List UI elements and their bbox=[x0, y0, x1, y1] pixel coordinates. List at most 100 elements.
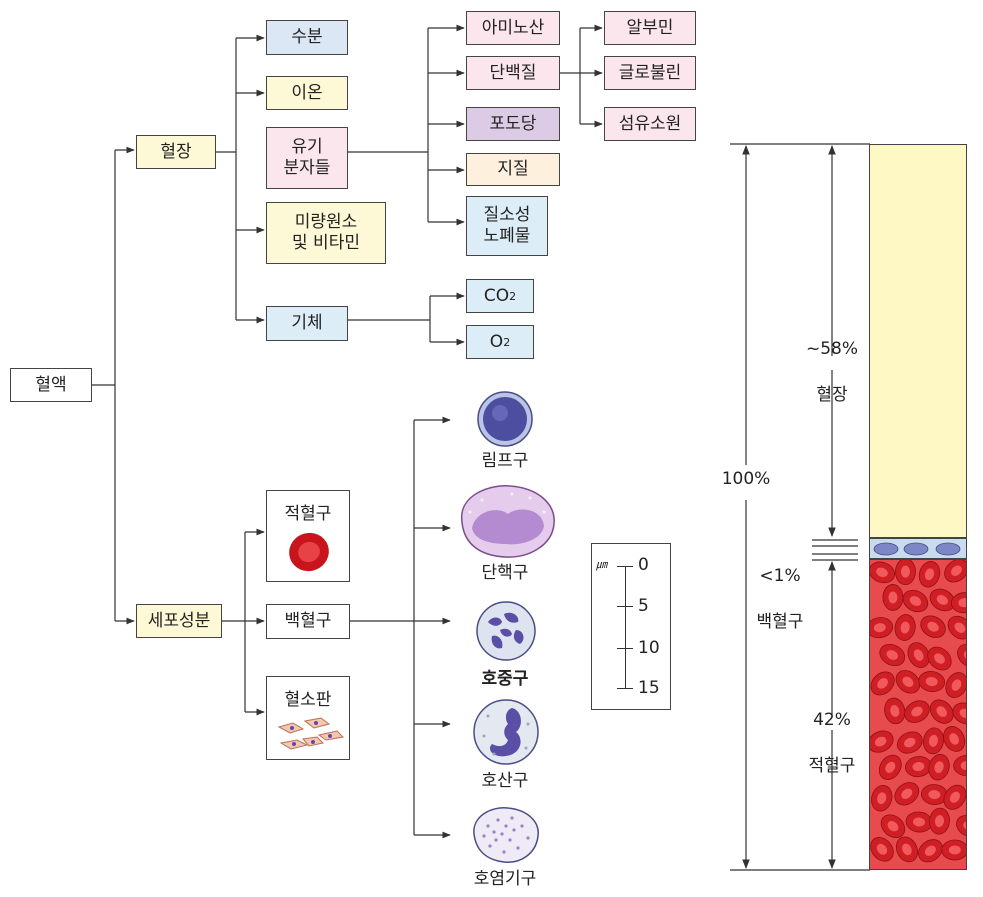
co2-label: CO bbox=[483, 285, 510, 306]
lymphocyte-icon bbox=[477, 391, 533, 447]
plasma-node: 혈장 bbox=[136, 135, 216, 169]
packed-rbc bbox=[956, 815, 966, 838]
formed-elements-node: 세포성분 bbox=[136, 604, 222, 638]
tube-buffy-coat-layer bbox=[869, 538, 967, 559]
tube-plasma-layer bbox=[869, 144, 967, 538]
wbc-node: 백혈구 bbox=[266, 604, 350, 639]
packed-rbc bbox=[928, 753, 950, 781]
packed-rbc bbox=[870, 671, 895, 696]
packed-rbc bbox=[904, 700, 930, 723]
packed-rbc bbox=[895, 670, 921, 694]
plasma-percent-value: ~58% bbox=[805, 339, 859, 359]
packed-rbc bbox=[878, 754, 902, 780]
scale-tick-10 bbox=[617, 648, 633, 649]
scale-tick-5 bbox=[617, 606, 633, 607]
fibrinogen-node: 섬유소원 bbox=[604, 107, 696, 141]
packed-rbc bbox=[884, 697, 906, 725]
packed-rbc bbox=[923, 727, 944, 755]
packed-rbc bbox=[895, 560, 916, 586]
tube-dimension-lines bbox=[730, 143, 870, 871]
packed-rbc bbox=[957, 643, 966, 668]
organic-molecules-node: 유기 분자들 bbox=[266, 127, 348, 189]
neutrophil-label: 호중구 bbox=[481, 669, 529, 689]
monocyte-icon bbox=[461, 485, 555, 558]
water-node: 수분 bbox=[266, 20, 348, 55]
monocyte-label: 단핵구 bbox=[481, 563, 529, 583]
packed-rbc bbox=[870, 561, 896, 584]
globulin-node: 글로불린 bbox=[604, 56, 696, 90]
wbc-percent-value: <1% bbox=[759, 566, 801, 586]
rbc-illustration bbox=[289, 532, 329, 572]
glucose-node: 포도당 bbox=[466, 107, 560, 141]
packed-rbc bbox=[941, 839, 966, 861]
packed-rbc bbox=[907, 642, 930, 668]
rbc-label: 적혈구 bbox=[284, 504, 332, 524]
basophil-label: 호염기구 bbox=[473, 869, 537, 889]
packed-rbc bbox=[918, 839, 943, 863]
packed-rbc bbox=[929, 699, 954, 724]
wbc-percent: <1% 백혈구 bbox=[748, 542, 812, 634]
packed-rbc bbox=[880, 814, 906, 839]
packed-rbc bbox=[895, 836, 918, 863]
packed-rbc bbox=[944, 560, 966, 583]
packed-rbc bbox=[945, 672, 966, 698]
packed-rbc bbox=[943, 726, 966, 752]
scale-label-5: 5 bbox=[638, 596, 649, 616]
lipids-node: 지질 bbox=[466, 153, 560, 186]
scale-unit: ㎛ bbox=[596, 558, 607, 571]
basophil-icon bbox=[473, 807, 539, 863]
packed-rbc bbox=[943, 784, 966, 810]
trace-elements-vitamins-node: 미량원소 및 비타민 bbox=[266, 202, 386, 264]
packed-rbc bbox=[952, 702, 966, 725]
eosinophil-icon bbox=[473, 699, 539, 765]
rbc-percent: 42% 적혈구 bbox=[800, 686, 864, 778]
platelets-illustration bbox=[277, 717, 345, 750]
wbc-percent-label: 백혈구 bbox=[756, 612, 804, 632]
scale-axis bbox=[625, 566, 626, 688]
packed-rbc bbox=[894, 614, 916, 641]
plasma-percent: ~58% 혈장 bbox=[800, 315, 864, 407]
plasma-percent-label: 혈장 bbox=[816, 385, 848, 405]
lymphocyte-label: 림프구 bbox=[481, 451, 529, 471]
gases-node: 기체 bbox=[266, 306, 348, 341]
packed-rbc bbox=[927, 646, 952, 671]
scale-tick-15 bbox=[617, 688, 633, 689]
micrometer-scale: ㎛ 0 5 10 15 bbox=[591, 543, 671, 710]
packed-rbc bbox=[905, 756, 932, 778]
eosinophil-label: 호산구 bbox=[481, 771, 529, 791]
o2-subscript: 2 bbox=[503, 335, 511, 349]
rbc-node: 적혈구 bbox=[266, 490, 350, 582]
scale-tick-0 bbox=[617, 566, 633, 567]
packed-rbc bbox=[882, 584, 904, 611]
packed-rbc bbox=[950, 592, 966, 614]
proteins-node: 단백질 bbox=[466, 56, 560, 90]
packed-rbc bbox=[870, 837, 894, 862]
packed-rbc bbox=[870, 617, 894, 639]
scale-label-15: 15 bbox=[638, 678, 660, 698]
packed-rbc bbox=[920, 615, 946, 638]
rbc-percent-value: 42% bbox=[813, 710, 851, 730]
packed-rbc bbox=[871, 785, 893, 812]
packed-rbc bbox=[902, 589, 929, 613]
packed-rbc bbox=[894, 782, 920, 806]
packed-rbc bbox=[905, 811, 933, 833]
scale-label-0: 0 bbox=[638, 555, 649, 575]
tube-rbc-layer bbox=[869, 559, 967, 870]
packed-rbc bbox=[947, 615, 966, 640]
co2-subscript: 2 bbox=[509, 289, 517, 303]
albumin-node: 알부민 bbox=[604, 11, 696, 45]
packed-rbc bbox=[929, 807, 950, 835]
packed-rbc bbox=[918, 671, 946, 693]
platelets-label: 혈소판 bbox=[284, 690, 332, 710]
ions-node: 이온 bbox=[266, 76, 348, 110]
scale-label-10: 10 bbox=[638, 638, 660, 658]
packed-rbc bbox=[953, 755, 966, 776]
rbc-percent-label: 적혈구 bbox=[808, 756, 856, 776]
blood-node: 혈액 bbox=[10, 368, 92, 402]
platelets-node: 혈소판 bbox=[266, 676, 350, 760]
amino-acids-node: 아미노산 bbox=[466, 11, 560, 45]
packed-rbc bbox=[896, 731, 923, 754]
